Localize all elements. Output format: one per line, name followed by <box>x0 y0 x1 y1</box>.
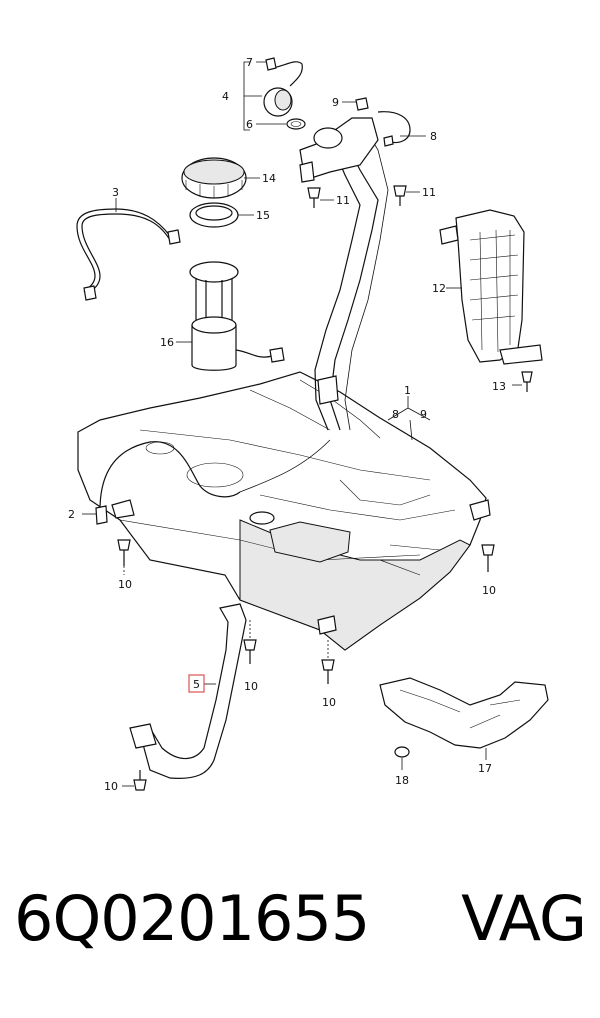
callout-10c: 10 <box>244 680 258 693</box>
callout-1: 1 <box>404 384 411 397</box>
callout-3: 3 <box>112 186 119 199</box>
callout-8b: 8 <box>392 408 399 421</box>
part-number: 6Q0201655 <box>14 882 370 955</box>
fuel-pump <box>189 261 285 371</box>
filler-cap <box>263 57 306 130</box>
vent-line <box>76 208 181 301</box>
callout-14: 14 <box>262 172 276 185</box>
callout-10a: 10 <box>118 578 132 591</box>
callout-4: 4 <box>222 90 229 103</box>
callout-2: 2 <box>68 508 75 521</box>
wiring <box>355 97 411 147</box>
seal <box>189 202 239 228</box>
brand-label: VAG <box>461 882 587 955</box>
callout-5: 5 <box>193 678 200 691</box>
callout-8: 8 <box>430 130 437 143</box>
callouts: 7 4 6 9 8 11 11 14 15 3 16 12 13 1 8 9 2… <box>68 56 506 793</box>
callout-5-highlight-box <box>188 674 205 693</box>
bolts-11 <box>307 185 407 208</box>
locking-ring <box>181 157 247 199</box>
leader-lines <box>82 61 522 787</box>
filler-neck <box>299 117 389 431</box>
callout-12: 12 <box>432 282 446 295</box>
callout-17: 17 <box>478 762 492 775</box>
callout-16: 16 <box>160 336 174 349</box>
callout-10d: 10 <box>322 696 336 709</box>
tank-hoses <box>95 439 331 525</box>
callout-7: 7 <box>246 56 253 69</box>
callout-10b: 10 <box>482 584 496 597</box>
tank-strap <box>129 603 247 779</box>
callout-10e: 10 <box>104 780 118 793</box>
callout-9b: 9 <box>420 408 427 421</box>
callout-6: 6 <box>246 118 253 131</box>
heat-shield <box>379 677 549 758</box>
bolts-10 <box>117 539 495 791</box>
exploded-parts-diagram: 7 4 6 9 8 11 11 14 15 3 16 12 13 1 8 9 2… <box>68 56 549 793</box>
callout-11b: 11 <box>422 186 436 199</box>
callout-11a: 11 <box>336 194 350 207</box>
callout-9: 9 <box>332 96 339 109</box>
carbon-canister <box>439 209 543 392</box>
callout-15: 15 <box>256 209 270 222</box>
fuel-tank <box>77 371 491 651</box>
callout-18: 18 <box>395 774 409 787</box>
callout-13: 13 <box>492 380 506 393</box>
